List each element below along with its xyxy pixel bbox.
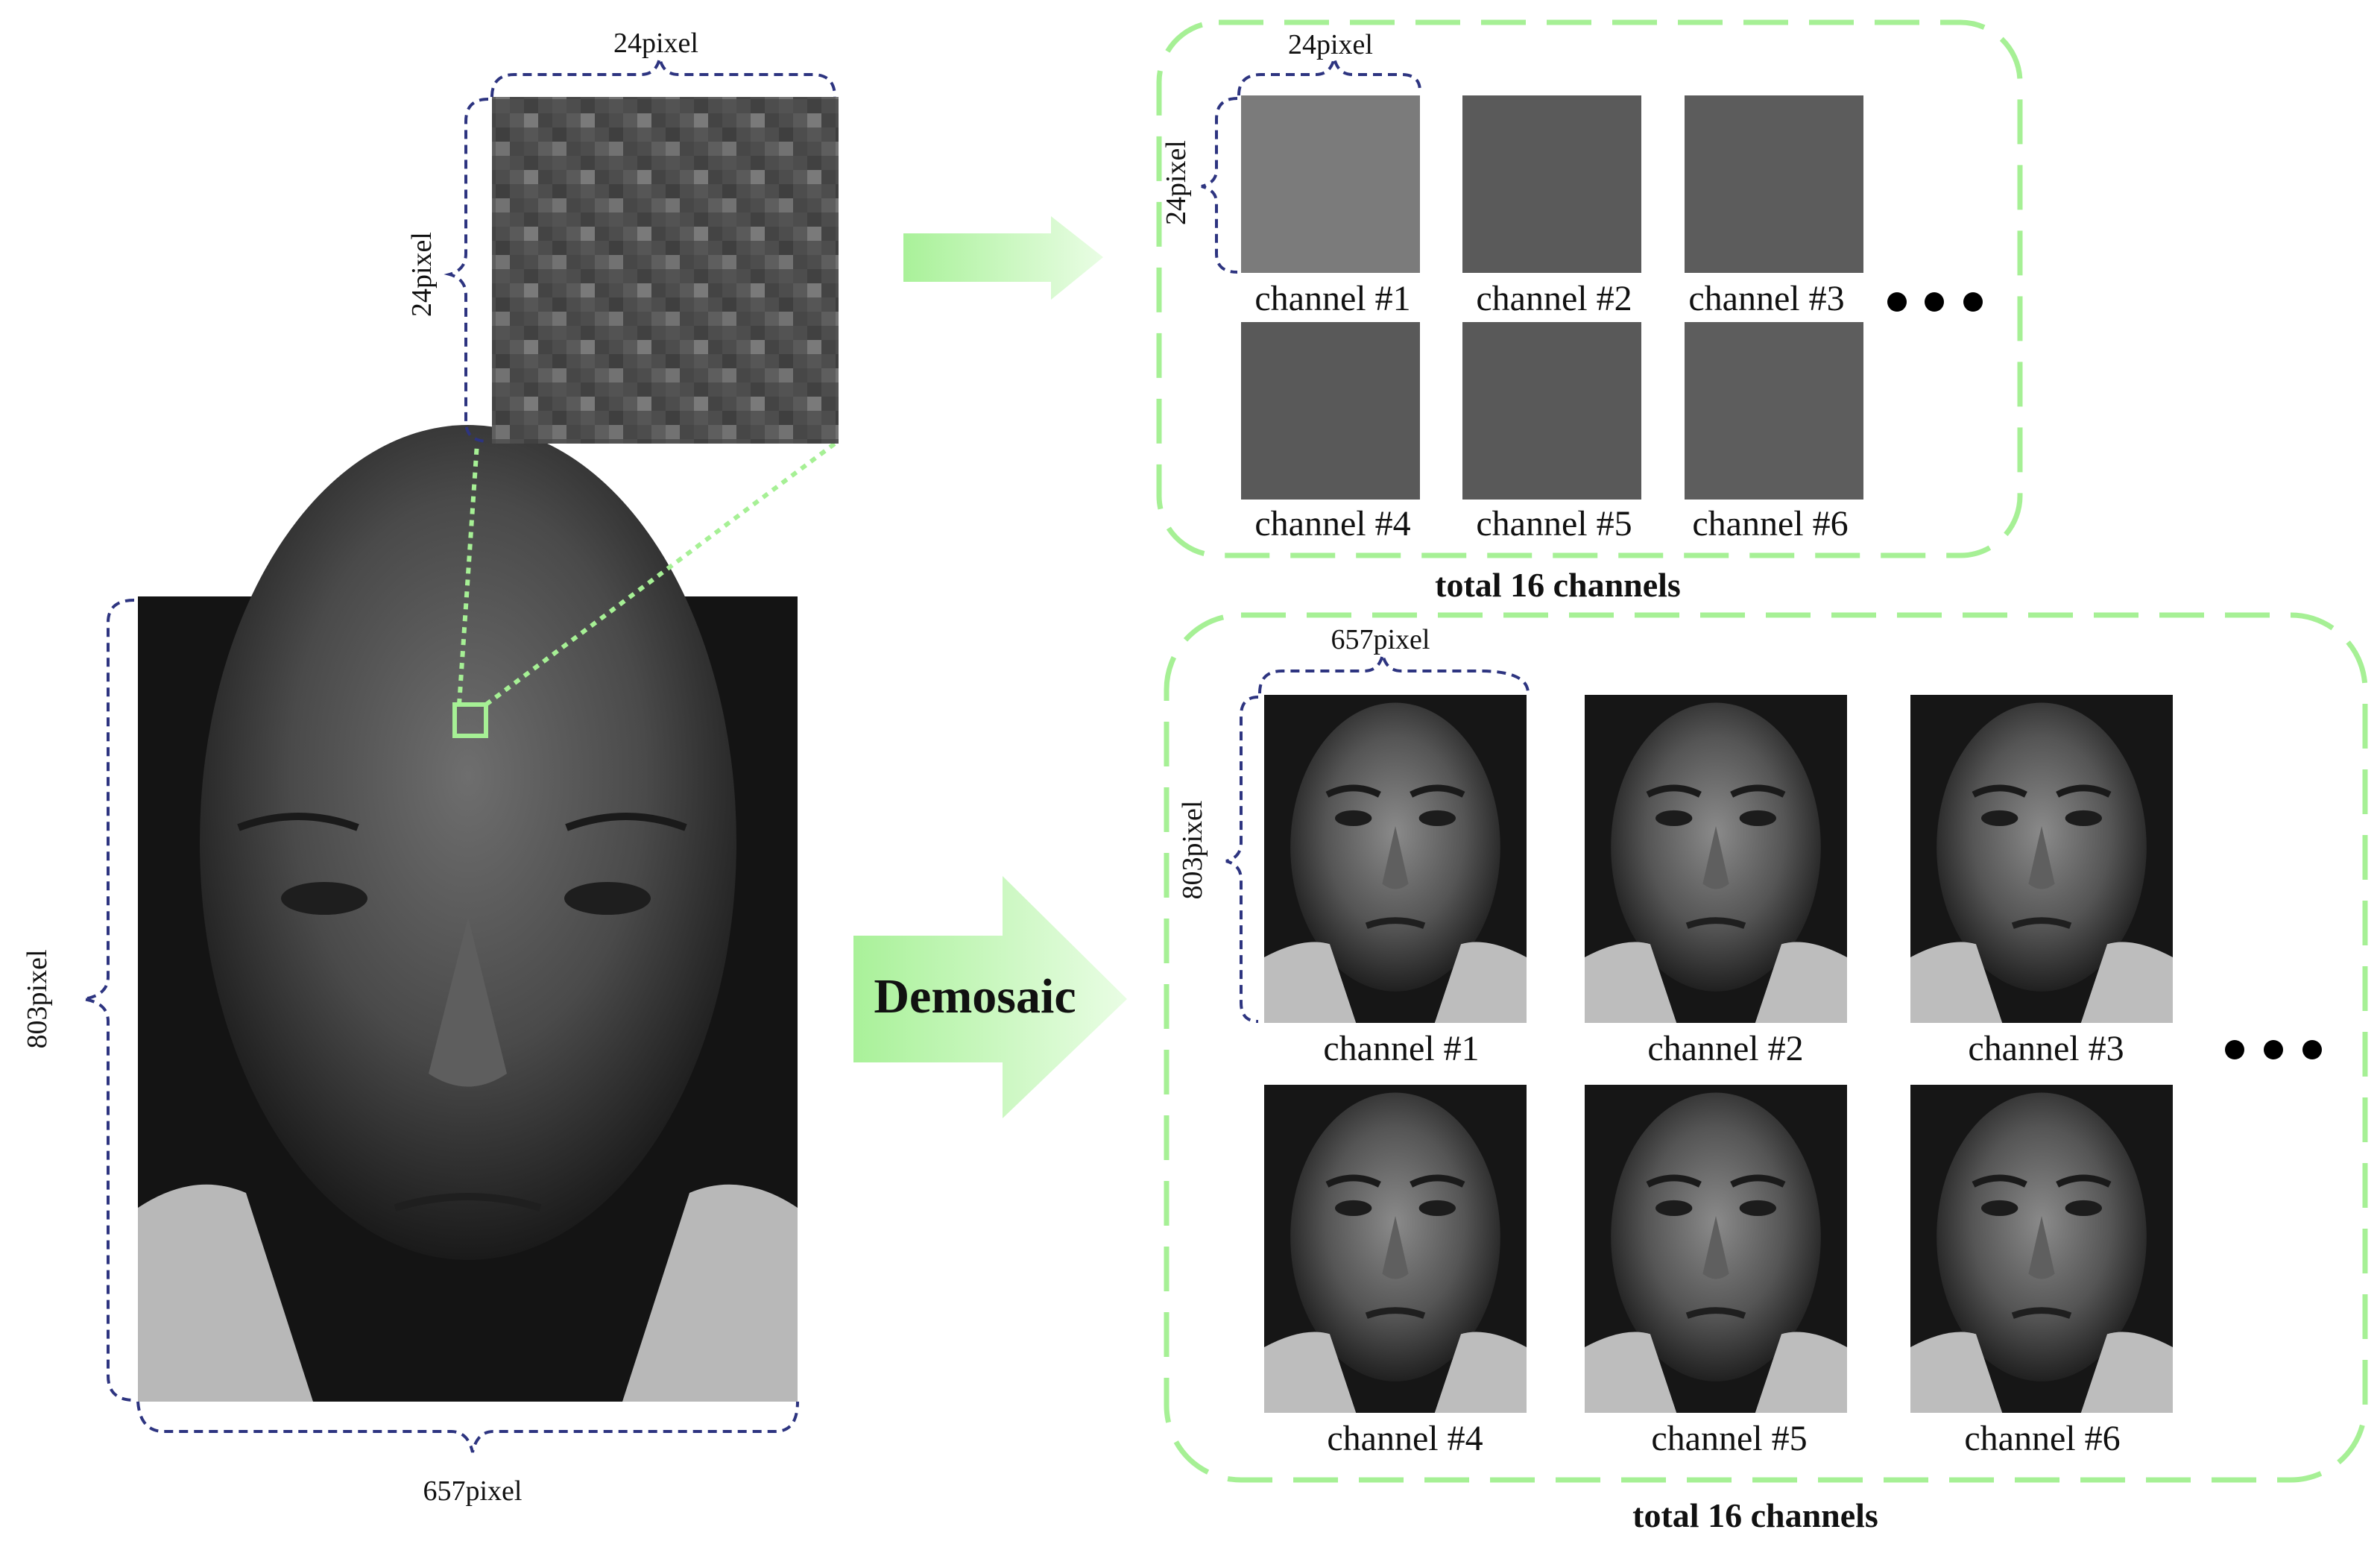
raw-mosaic-image: [138, 425, 798, 1402]
patch-channel-label-1: channel #1: [1254, 279, 1410, 318]
patch-channel-label-4: channel #4: [1254, 504, 1410, 544]
full-channel-width-label: 657pixel: [1331, 624, 1430, 655]
patch-height-brace: [444, 98, 489, 443]
full-channel-image-3: [1910, 695, 2173, 1023]
zoom-connector-right: [484, 441, 836, 707]
full-channel-label-2: channel #2: [1647, 1029, 1803, 1068]
patch-channel-label-3: channel #3: [1688, 279, 1844, 318]
full-ellipsis-icon: [2225, 1040, 2322, 1059]
raw-width-brace: [136, 1401, 799, 1453]
patch-channel-tile-1: [1241, 95, 1420, 273]
full-channel-label-5: channel #5: [1651, 1419, 1807, 1458]
raw-height-label: 803pixel: [22, 950, 53, 1049]
full-channel-image-5: [1585, 1085, 1847, 1413]
full-channel-label-4: channel #4: [1327, 1419, 1483, 1458]
patch-ellipsis-icon: [1887, 292, 1983, 312]
patch-channel-tile-6: [1685, 322, 1863, 500]
full-channel-image-6: [1910, 1085, 2173, 1413]
patch-channel-label-2: channel #2: [1476, 279, 1632, 318]
raw-width-label: 657pixel: [423, 1475, 523, 1507]
patch-channel-height-label: 24pixel: [1161, 140, 1192, 225]
patch-channel-tile-3: [1685, 95, 1863, 273]
patch-width-label: 24pixel: [613, 28, 698, 59]
full-channel-image-1: [1264, 695, 1527, 1023]
full-channel-group: [1164, 612, 2368, 1483]
full-channel-height-brace: [1225, 696, 1259, 1023]
full-total-label: total 16 channels: [1632, 1496, 1878, 1534]
patch-total-label: total 16 channels: [1435, 566, 1681, 604]
full-channel-height-label: 803pixel: [1177, 801, 1208, 900]
demosaic-label: Demosaic: [874, 969, 1076, 1024]
patch-channel-label-6: channel #6: [1692, 504, 1848, 544]
patch-channel-tile-2: [1462, 95, 1641, 273]
full-channel-image-2: [1585, 695, 1847, 1023]
raw-height-brace: [83, 599, 135, 1402]
patch-channel-label-5: channel #5: [1476, 504, 1632, 544]
full-channel-label-1: channel #1: [1323, 1029, 1479, 1068]
full-channel-width-brace: [1258, 654, 1530, 694]
full-channel-label-6: channel #6: [1964, 1419, 2120, 1458]
zoom-connector-left: [457, 443, 479, 705]
patch-arrow: [903, 216, 1103, 300]
zoomed-mosaic-patch: [492, 97, 839, 444]
full-channel-label-3: channel #3: [1968, 1029, 2124, 1068]
patch-channel-width-brace: [1237, 57, 1421, 96]
patch-channel-width-label: 24pixel: [1288, 29, 1373, 60]
patch-height-label: 24pixel: [406, 232, 438, 317]
demosaic-arrow: [853, 876, 1127, 1118]
patch-channel-tile-5: [1462, 322, 1641, 500]
zoom-region-marker: [452, 702, 488, 738]
patch-channel-height-brace: [1201, 97, 1238, 274]
patch-channel-tile-4: [1241, 322, 1420, 500]
patch-width-brace: [490, 57, 836, 98]
full-channel-image-4: [1264, 1085, 1527, 1413]
patch-channel-group: [1156, 19, 2023, 558]
